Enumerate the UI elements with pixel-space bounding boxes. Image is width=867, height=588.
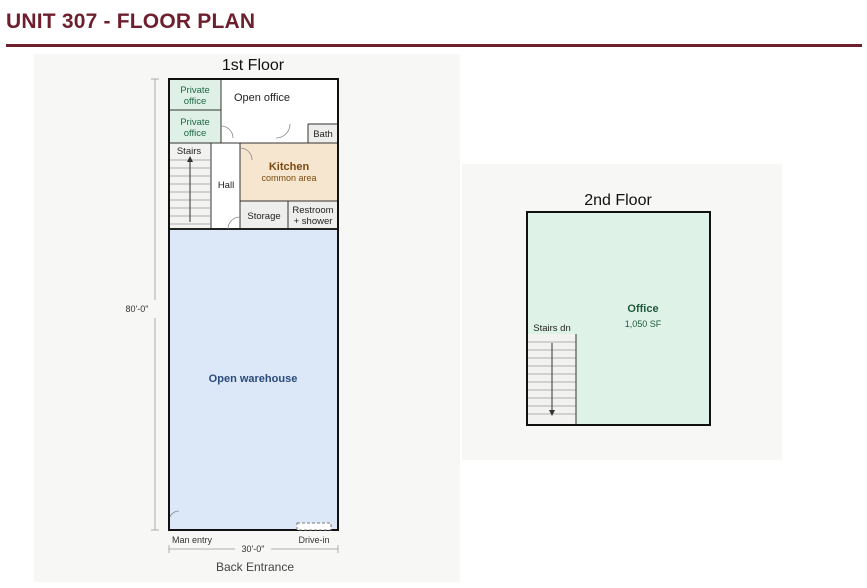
depth-dimension-label: 80'-0"	[126, 304, 149, 314]
page-title: UNIT 307 - FLOOR PLAN	[6, 10, 256, 33]
storage-room	[240, 201, 288, 229]
width-dimension-line	[168, 545, 339, 553]
floor1-interior-walls	[169, 79, 338, 229]
storage-label: Storage	[247, 211, 280, 222]
stairs-label: Stairs	[177, 146, 202, 157]
floor1-title: 1st Floor	[222, 57, 285, 74]
private-office-1-label-line1: Private	[180, 85, 210, 96]
private-office-2-room	[169, 110, 221, 143]
private-office-2-label-line2: office	[184, 128, 207, 139]
warehouse-room	[169, 229, 338, 530]
restroom-label-line1: Restroom	[292, 205, 333, 216]
private-office-1-label-line2: office	[184, 96, 207, 107]
kitchen-label: Kitchen	[269, 161, 310, 173]
restroom-room	[288, 201, 338, 229]
drive-in-door	[296, 522, 332, 531]
kitchen-sublabel: common area	[261, 173, 316, 183]
private-office-1-room	[169, 79, 221, 110]
bath-label: Bath	[313, 129, 333, 140]
private-office-2-label-line1: Private	[180, 117, 210, 128]
drive-in-label: Drive-in	[298, 535, 329, 545]
man-entry-label: Man entry	[172, 535, 213, 545]
floor1-stair-arrow	[187, 156, 193, 222]
floor2-title: 2nd Floor	[584, 192, 652, 209]
width-dimension-label: 30'-0"	[242, 544, 265, 554]
floor2-office-label: Office	[627, 303, 658, 315]
hall-area	[211, 143, 240, 229]
warehouse-label: Open warehouse	[209, 373, 298, 385]
floor1-outer-wall	[168, 78, 339, 531]
open-office-label: Open office	[234, 92, 290, 104]
bath-room	[308, 124, 338, 143]
floor2-stair-arrow	[549, 343, 555, 416]
back-entrance-caption: Back Entrance	[216, 560, 294, 574]
floor2-stairs-label: Stairs dn	[533, 323, 571, 334]
title-divider	[6, 44, 862, 47]
restroom-label-line2: + shower	[294, 216, 333, 227]
depth-dimension-line	[151, 78, 159, 531]
hall-label: Hall	[218, 180, 234, 191]
floor2-outer-wall	[526, 211, 711, 426]
floor2-office-area: 1,050 SF	[625, 319, 662, 329]
kitchen-room	[240, 143, 338, 201]
